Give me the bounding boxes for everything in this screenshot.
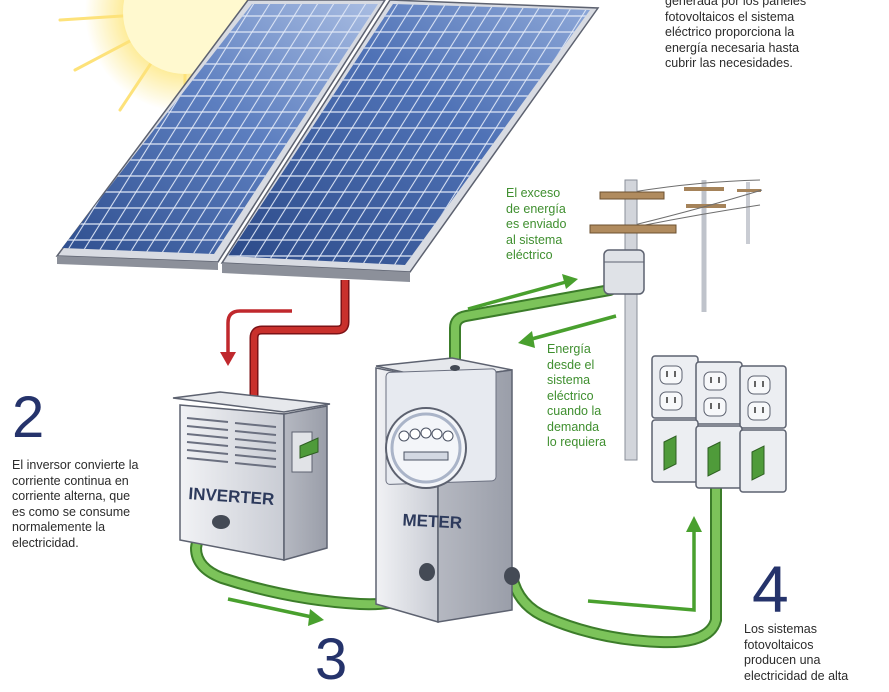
arrow-icon	[227, 280, 696, 619]
solar-system-diagram: INVERTER METER	[55, 0, 787, 649]
outlet-icon	[651, 355, 787, 429]
demand-energy-text: Energía desde el sistema eléctrico cuand…	[547, 342, 607, 449]
step-2-text: El inversor convierte la corriente conti…	[12, 458, 139, 550]
inverter-icon: INVERTER	[172, 391, 331, 561]
excess-energy-text: El exceso de energía es enviado al siste…	[506, 186, 567, 262]
step-2-number: 2	[12, 385, 45, 450]
meter-icon: METER	[375, 357, 520, 623]
light-switch-icon	[651, 419, 787, 493]
utility-pole-icon	[589, 179, 763, 461]
arrow-icon	[220, 309, 292, 366]
step-4-number: 4	[752, 552, 789, 626]
meter-label: METER	[402, 510, 462, 532]
arrow-icon	[308, 274, 702, 626]
step-3-number: 3	[315, 627, 348, 692]
solar-panel-icon	[55, 0, 600, 282]
top-right-text: generada por los paneles fotovoltaicos e…	[665, 0, 807, 70]
dc-cable	[249, 280, 350, 400]
